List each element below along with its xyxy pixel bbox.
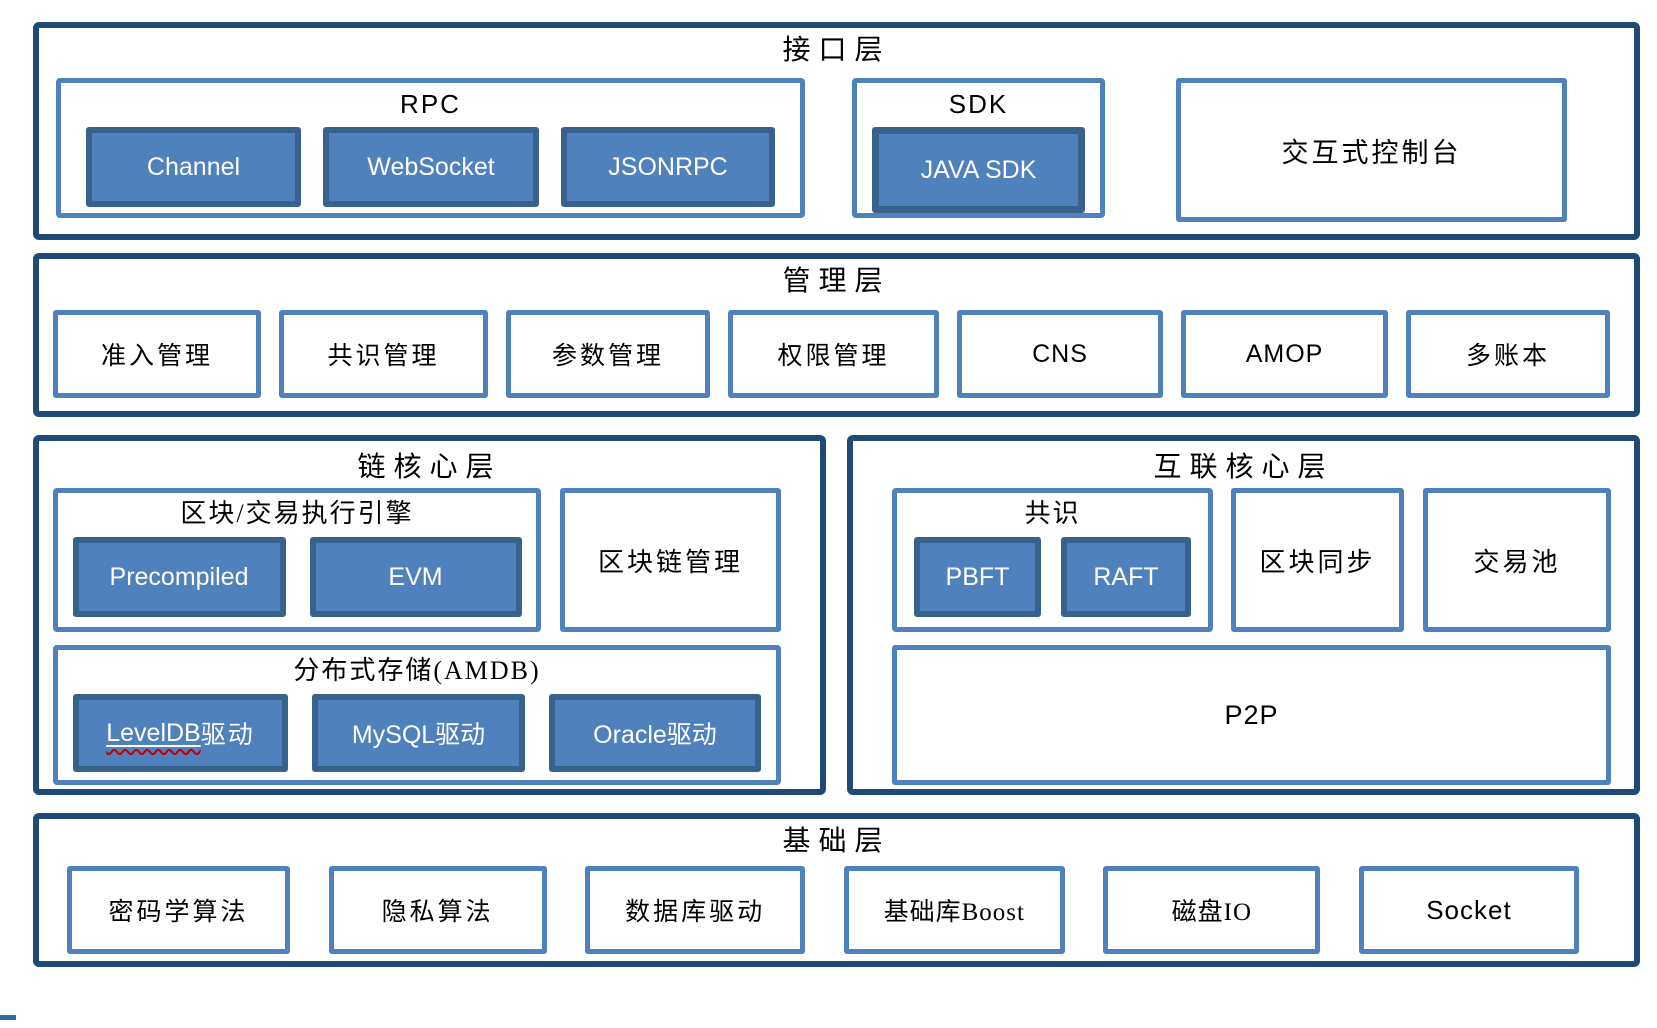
box-amop: AMOP [1181, 310, 1388, 398]
box-evm: EVM [309, 537, 522, 617]
box-consensus-management: 共识管理 [279, 310, 488, 398]
layer-network-core: 互联核心层 共识 PBFT RAFT 区块同步 交易池 P2P [847, 435, 1640, 795]
box-mysql-driver: MySQL驱动 [312, 694, 525, 772]
box-pbft: PBFT [914, 537, 1041, 617]
sdk-group-title: SDK [948, 89, 1009, 119]
consensus-group-title: 共识 [1024, 499, 1081, 528]
box-p2p: P2P [892, 645, 1611, 785]
chain-core-layer-title: 链核心层 [357, 452, 502, 483]
group-consensus: 共识 PBFT RAFT [892, 488, 1213, 632]
layer-management: 管理层 准入管理 共识管理 参数管理 权限管理 CNS AMOP 多账本 [33, 253, 1640, 417]
bottom-left-artifact [0, 1015, 16, 1020]
layer-foundation: 基础层 密码学算法 隐私算法 数据库驱动 基础库Boost 磁盘IO Socke… [33, 813, 1640, 967]
rpc-group-title: RPC [400, 89, 461, 119]
layer-chain-core: 链核心层 区块/交易执行引擎 Precompiled EVM 区块链管理 分布式… [33, 435, 826, 795]
leveldb-label: LevelDB [106, 718, 201, 747]
box-crypto-algorithms: 密码学算法 [67, 866, 290, 954]
box-interactive-console: 交互式控制台 [1176, 78, 1567, 222]
box-cns: CNS [957, 310, 1163, 398]
box-database-driver: 数据库驱动 [585, 866, 806, 954]
box-websocket: WebSocket [323, 127, 539, 207]
box-permission-management: 权限管理 [728, 310, 939, 398]
box-channel: Channel [86, 127, 301, 207]
leveldb-label-suffix: 驱动 [200, 722, 255, 749]
box-privacy-algorithms: 隐私算法 [328, 866, 547, 954]
box-jsonrpc: JSONRPC [561, 127, 775, 207]
box-parameter-management: 参数管理 [506, 310, 710, 398]
box-raft: RAFT [1061, 537, 1191, 617]
execution-engine-title: 区块/交易执行引擎 [180, 499, 414, 528]
interface-layer-title: 接口层 [782, 35, 891, 66]
network-core-layer-title: 互联核心层 [1153, 452, 1334, 483]
box-transaction-pool: 交易池 [1423, 488, 1611, 632]
management-layer-title: 管理层 [782, 266, 891, 297]
foundation-layer-title: 基础层 [782, 826, 891, 857]
box-socket: Socket [1358, 866, 1579, 954]
box-blockchain-management: 区块链管理 [560, 488, 781, 632]
layer-interface: 接口层 RPC Channel WebSocket JSONRPC SDK JA… [33, 22, 1640, 240]
box-access-management: 准入管理 [53, 310, 261, 398]
group-sdk: SDK JAVA SDK [852, 78, 1105, 218]
box-multi-ledger: 多账本 [1406, 310, 1610, 398]
group-execution-engine: 区块/交易执行引擎 Precompiled EVM [53, 488, 541, 632]
group-rpc: RPC Channel WebSocket JSONRPC [56, 78, 805, 218]
distributed-storage-title: 分布式存储(AMDB) [293, 656, 541, 685]
box-precompiled: Precompiled [72, 537, 286, 617]
box-boost-library: 基础库Boost [843, 866, 1065, 954]
box-java-sdk: JAVA SDK [872, 127, 1085, 213]
box-oracle-driver: Oracle驱动 [549, 694, 761, 772]
box-block-sync: 区块同步 [1231, 488, 1404, 632]
box-disk-io: 磁盘IO [1103, 866, 1321, 954]
